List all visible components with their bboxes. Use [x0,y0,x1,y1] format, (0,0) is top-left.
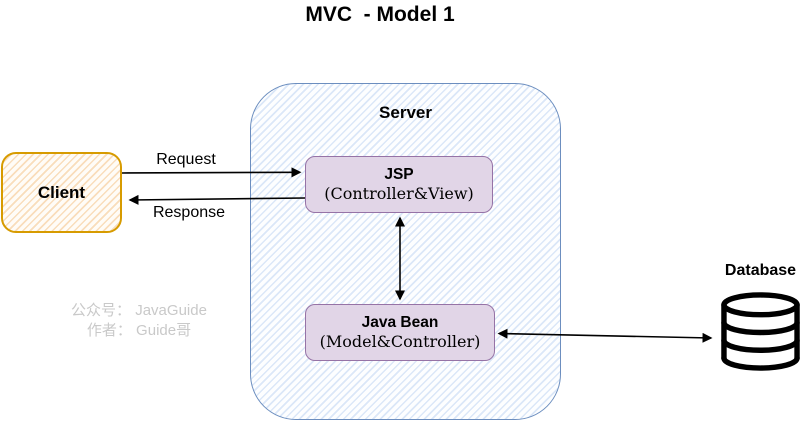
jsp-node-title: JSP [384,165,414,183]
jsp-node: JSP (Controller&View) [305,156,493,213]
jsp-node-subtitle: (Controller&View) [324,184,474,204]
client-node: Client [1,152,122,233]
javabean-node: Java Bean (Model&Controller) [305,304,495,361]
watermark-line-2: 作者： Guide哥 [86,322,192,339]
server-node-label: Server [379,103,432,122]
server-node [250,83,561,420]
database-cylinder-icon [721,292,800,371]
javabean-node-title: Java Bean [361,313,439,331]
client-node-label: Client [37,182,86,202]
database-label: Database [724,262,797,279]
watermark: 公众号： JavaGuide 作者： Guide哥 [39,301,239,341]
diagram-title: MVC - Model 1 [305,3,455,26]
edge-request-label: Request [156,151,216,168]
javabean-node-subtitle: (Model&Controller) [319,332,481,352]
edge-response-label: Response [152,204,226,221]
watermark-line-1: 公众号： JavaGuide [71,302,207,319]
